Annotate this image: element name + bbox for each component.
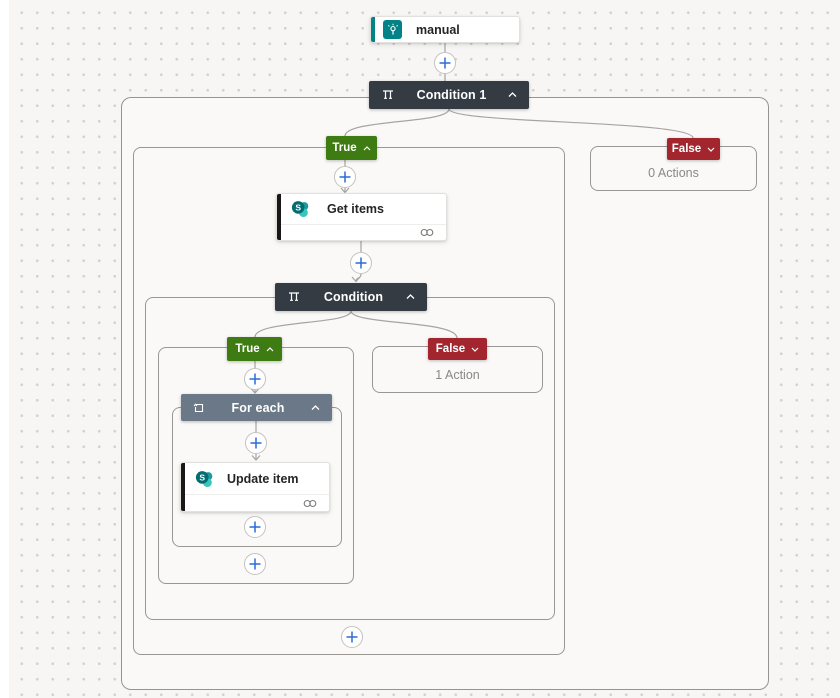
manual-trigger-card[interactable]: manual [370, 16, 520, 43]
plus-icon [355, 257, 367, 269]
foreach-header[interactable]: For each [181, 394, 332, 421]
chevron-up-icon[interactable] [311, 404, 320, 411]
sharepoint-icon: S [291, 200, 309, 218]
condition2-true-badge[interactable]: True [227, 337, 282, 361]
update-item-action-card[interactable]: S Update item [180, 462, 330, 512]
plus-icon [339, 171, 351, 183]
chevron-down-icon[interactable] [471, 347, 479, 352]
false-badge-label: False [671, 143, 702, 155]
touch-icon [383, 20, 402, 39]
condition2-label: Condition [323, 290, 384, 304]
sharepoint-icon: S [195, 470, 213, 488]
add-step-button[interactable] [245, 432, 267, 454]
action-label: Get items [327, 202, 384, 216]
plus-icon [346, 631, 358, 643]
link-icon[interactable] [303, 499, 317, 508]
trigger-label: manual [416, 22, 460, 37]
add-step-button[interactable] [244, 368, 266, 390]
chevron-up-icon[interactable] [406, 294, 415, 300]
plus-icon [249, 373, 261, 385]
false-branch-actions-count: 1 Action [435, 368, 480, 382]
true-badge-label: True [332, 142, 357, 154]
false-badge-label: False [435, 343, 466, 355]
add-step-button[interactable] [244, 553, 266, 575]
plus-icon [249, 521, 261, 533]
link-icon[interactable] [420, 228, 434, 237]
plus-icon [250, 437, 262, 449]
foreach-label: For each [231, 400, 285, 415]
trigger-accent-stripe [371, 17, 375, 42]
canvas-left-gutter [0, 0, 9, 698]
add-step-button[interactable] [244, 516, 266, 538]
plus-icon [249, 558, 261, 570]
loop-icon [193, 402, 205, 414]
balance-scale-icon [287, 291, 301, 303]
condition1-true-badge[interactable]: True [326, 136, 377, 160]
chevron-up-icon[interactable] [266, 346, 274, 352]
plus-icon [439, 57, 451, 69]
balance-scale-icon [381, 89, 395, 101]
action-accent-stripe [181, 463, 185, 511]
get-items-action-card[interactable]: S Get items [276, 193, 447, 241]
add-step-button[interactable] [334, 166, 356, 188]
condition1-false-badge[interactable]: False [667, 138, 720, 160]
action-accent-stripe [277, 194, 281, 240]
condition2-false-badge[interactable]: False [428, 338, 487, 360]
condition1-label: Condition 1 [416, 88, 487, 102]
add-step-button[interactable] [434, 52, 456, 74]
svg-text:S: S [199, 472, 205, 482]
false-branch-actions-count: 0 Actions [648, 166, 699, 180]
chevron-up-icon[interactable] [508, 92, 517, 98]
action-label: Update item [227, 471, 299, 486]
add-step-button[interactable] [341, 626, 363, 648]
condition1-header[interactable]: Condition 1 [369, 81, 529, 109]
true-badge-label: True [235, 343, 260, 355]
add-step-button[interactable] [350, 252, 372, 274]
svg-text:S: S [295, 203, 301, 213]
condition2-header[interactable]: Condition [275, 283, 427, 311]
chevron-up-icon[interactable] [363, 145, 371, 151]
chevron-down-icon[interactable] [707, 147, 715, 152]
